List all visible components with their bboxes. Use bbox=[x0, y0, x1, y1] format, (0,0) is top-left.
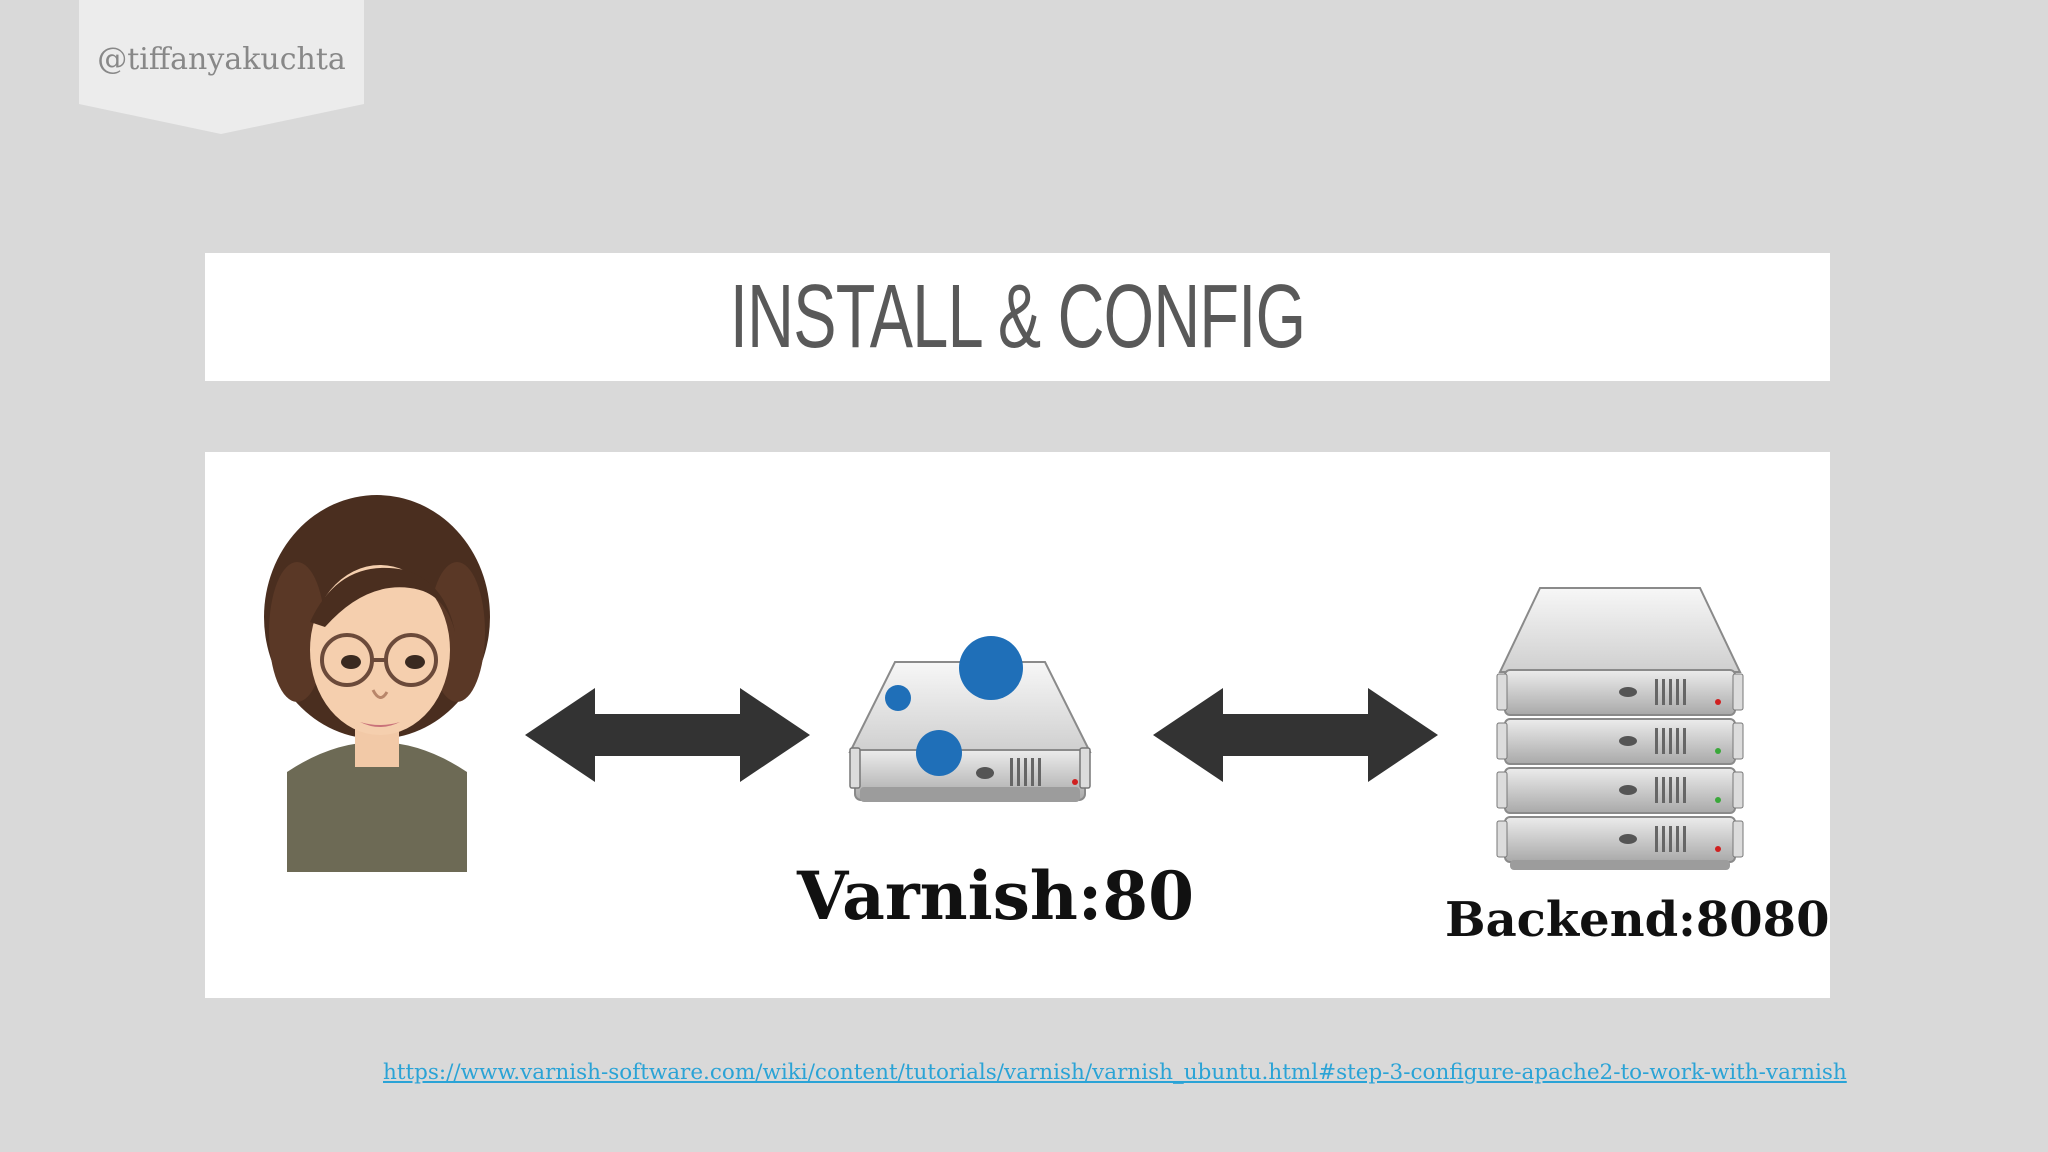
title-bar: INSTALL & CONFIG bbox=[205, 253, 1830, 381]
varnish-label: Varnish:80 bbox=[797, 857, 1195, 935]
server-stack-icon bbox=[1496, 587, 1744, 870]
slide-title: INSTALL & CONFIG bbox=[729, 266, 1306, 367]
varnish-server-icon bbox=[848, 636, 1092, 802]
author-handle: @tiffanyakuchta bbox=[97, 42, 346, 77]
diagram-panel: Varnish:80 Backend:8080 bbox=[205, 452, 1830, 998]
user-avatar-icon bbox=[264, 495, 490, 872]
source-link[interactable]: https://www.varnish-software.com/wiki/co… bbox=[383, 1060, 1847, 1085]
bidirectional-arrow-icon bbox=[525, 688, 810, 782]
backend-label: Backend:8080 bbox=[1445, 892, 1830, 948]
bidirectional-arrow-icon bbox=[1153, 688, 1438, 782]
handle-tab: @tiffanyakuchta bbox=[79, 0, 364, 134]
